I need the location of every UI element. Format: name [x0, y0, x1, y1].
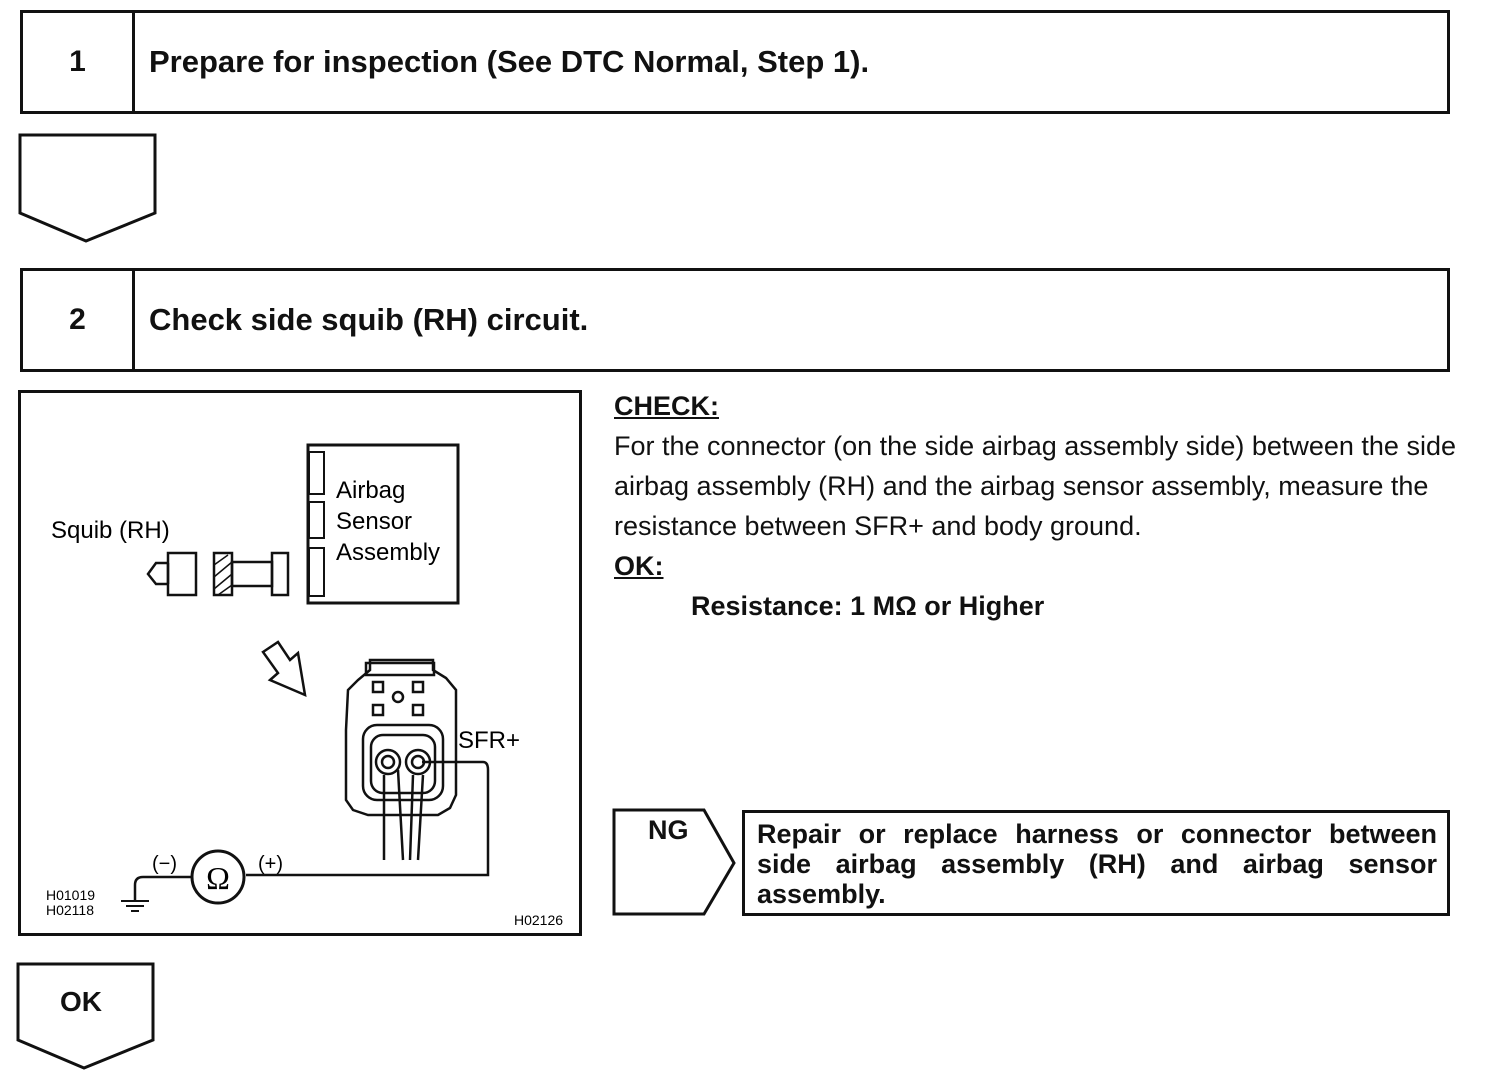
test-lead-positive — [246, 760, 490, 877]
check-heading: CHECK: — [614, 391, 719, 421]
step-1-number: 1 — [23, 13, 135, 111]
squib-label: Squib (RH) — [51, 517, 170, 544]
step-2-number: 2 — [23, 271, 135, 369]
squib-connector-icon — [146, 551, 198, 597]
ok-label: OK — [60, 986, 102, 1017]
plus-label: (+) — [258, 853, 283, 875]
figure-code-1: H01019 — [46, 887, 95, 903]
flow-arrow-1-icon — [18, 133, 157, 243]
ok-heading: OK: — [614, 551, 664, 581]
sensor-label-3: Assembly — [336, 539, 440, 566]
step-2-title: Check side squib (RH) circuit. — [149, 302, 589, 337]
sensor-label-1: Airbag — [336, 477, 405, 504]
ohm-symbol: Ω — [206, 860, 230, 896]
test-lead-negative — [133, 875, 192, 900]
figure-code-3: H02126 — [514, 912, 563, 928]
ng-arrow-icon — [612, 808, 736, 916]
sensor-label-2: Sensor — [336, 508, 412, 535]
sfr-terminal-label: SFR+ — [458, 727, 520, 754]
step-2-box: 2 Check side squib (RH) circuit. — [20, 268, 1450, 372]
ng-label: NG — [648, 815, 689, 845]
check-text: For the connector (on the side airbag as… — [614, 431, 1456, 541]
ground-icon — [121, 900, 149, 912]
direction-arrow-icon — [261, 640, 307, 698]
squib-circuit-diagram: Airbag Sensor Assembly Squib (RH) S — [18, 390, 582, 936]
step-1-title: Prepare for inspection (See DTC Normal, … — [149, 44, 870, 79]
check-section: CHECK: For the connector (on the side ai… — [614, 386, 1464, 626]
minus-label: (−) — [152, 853, 177, 875]
ok-arrow-icon — [16, 962, 155, 1070]
ng-action-box: Repair or replace harness or connector b… — [742, 810, 1450, 916]
figure-code-2: H02118 — [46, 902, 94, 918]
step-1-box: 1 Prepare for inspection (See DTC Normal… — [20, 10, 1450, 114]
resistance-spec: Resistance: 1 MΩ or Higher — [691, 591, 1045, 621]
mating-connector-icon — [212, 551, 290, 597]
